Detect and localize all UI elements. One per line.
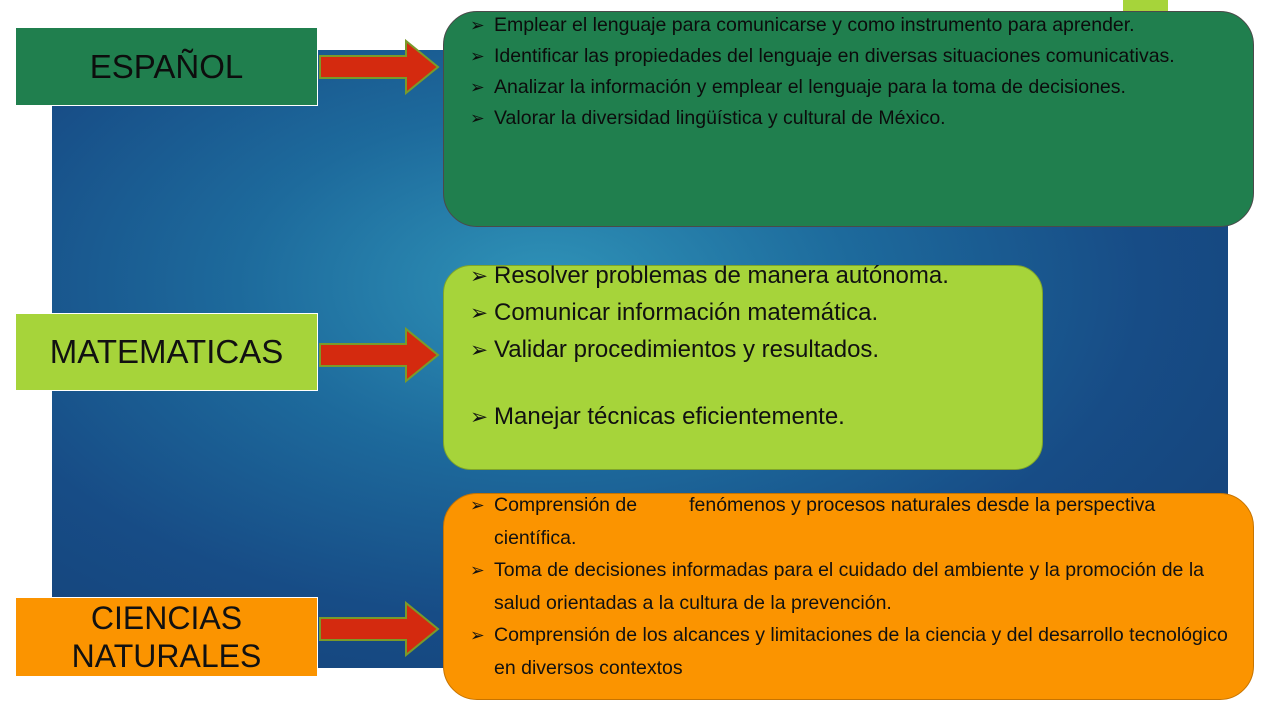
arrowhead-bullet-icon: ➢ — [470, 404, 489, 429]
espanol-box — [443, 11, 1254, 227]
list-item: ➢Validar procedimientos y resultados. — [466, 331, 1036, 368]
ciencias-item-text: Comprensión de los alcances y limitacion… — [494, 624, 1228, 679]
espanol-item-text: Analizar la información y emplear el len… — [494, 76, 1126, 98]
espanol-item-text: Emplear el lenguaje para comunicarse y c… — [494, 14, 1135, 36]
ciencias-item-text-part1: Comprensión de — [494, 494, 638, 516]
list-item: ➢ Analizar la información y emplear el le… — [466, 72, 1226, 103]
matematicas-item-text: Comunicar información matemática. — [494, 299, 879, 326]
arrowhead-bullet-icon: ➢ — [470, 108, 485, 128]
subject-ciencias-label: CIENCIAS NATURALES — [72, 599, 262, 676]
subject-matematicas: MATEMATICAS — [15, 313, 318, 391]
subject-matematicas-label: MATEMATICAS — [49, 333, 284, 371]
arrowhead-bullet-icon: ➢ — [470, 15, 485, 35]
arrow-espanol-icon — [319, 38, 440, 96]
ciencias-box — [443, 493, 1254, 700]
decorative-tab — [1123, 0, 1168, 12]
matematicas-item-text: Validar procedimientos y resultados. — [494, 336, 880, 363]
subject-ciencias-label-line1: CIENCIAS — [90, 599, 243, 636]
matematicas-item-text: Manejar técnicas eficientemente. — [494, 403, 845, 430]
matematicas-list: ➢Resolver problemas de manera autónoma. … — [466, 257, 1036, 435]
ciencias-item-text-part2: fenómenos y procesos naturales desde la … — [494, 494, 1156, 549]
subject-ciencias: CIENCIAS NATURALES — [15, 597, 318, 677]
arrowhead-bullet-icon: ➢ — [470, 625, 485, 645]
arrowhead-bullet-icon: ➢ — [470, 300, 489, 325]
subject-espanol-label: ESPAÑOL — [89, 47, 244, 85]
arrow-ciencias-icon — [319, 600, 440, 658]
espanol-list: ➢ Emplear el lenguaje para comunicarse y … — [466, 10, 1226, 134]
list-item: ➢Resolver problemas de manera autónoma. — [466, 257, 1036, 294]
list-item: ➢Comunicar información matemática. — [466, 294, 1036, 331]
arrowhead-bullet-icon: ➢ — [470, 495, 485, 515]
matematicas-item-text: Resolver problemas de manera autónoma. — [494, 262, 949, 289]
list-item: ➢ Valorar la diversidad lingüística y cul… — [466, 103, 1226, 134]
arrowhead-bullet-icon: ➢ — [470, 263, 489, 288]
list-item: ➢ Identificar las propiedades del lenguaj… — [466, 41, 1226, 72]
arrowhead-bullet-icon: ➢ — [470, 77, 485, 97]
ciencias-item-text: Toma de decisiones informadas para el cu… — [494, 559, 1204, 614]
espanol-item-text: Identificar las propiedades del lenguaje… — [494, 45, 1175, 67]
arrowhead-bullet-icon: ➢ — [470, 560, 485, 580]
espanol-item-text: Valorar la diversidad lingüística y cult… — [494, 107, 946, 129]
matematicas-box — [443, 265, 1043, 470]
list-item: ➢ Emplear el lenguaje para comunicarse y … — [466, 10, 1226, 41]
list-item: ➢Manejar técnicas eficientemente. — [466, 398, 1036, 435]
list-item: ➢ Comprensión de los alcances y limitacio… — [466, 619, 1241, 684]
subject-ciencias-label-line2: NATURALES — [71, 638, 262, 674]
arrowhead-bullet-icon: ➢ — [470, 46, 485, 66]
arrow-matematicas-icon — [319, 326, 440, 384]
arrowhead-bullet-icon: ➢ — [470, 337, 489, 362]
subject-espanol: ESPAÑOL — [15, 27, 318, 106]
list-item: ➢ Toma de decisiones informadas para el c… — [466, 554, 1241, 619]
